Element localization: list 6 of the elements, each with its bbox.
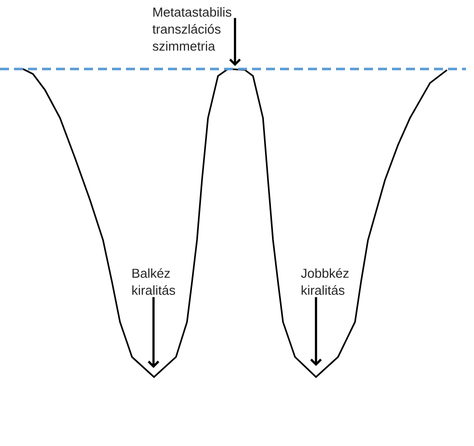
annotation-text: Jobbkéz kiralitás — [301, 268, 349, 295]
annotation-text: Balkéz kiralitás — [132, 268, 176, 295]
annotation-text: Metatastabilis transzlációs szimmetria — [152, 7, 232, 51]
arrow — [148, 297, 160, 368]
arrow — [310, 297, 322, 366]
arrow — [229, 18, 241, 66]
